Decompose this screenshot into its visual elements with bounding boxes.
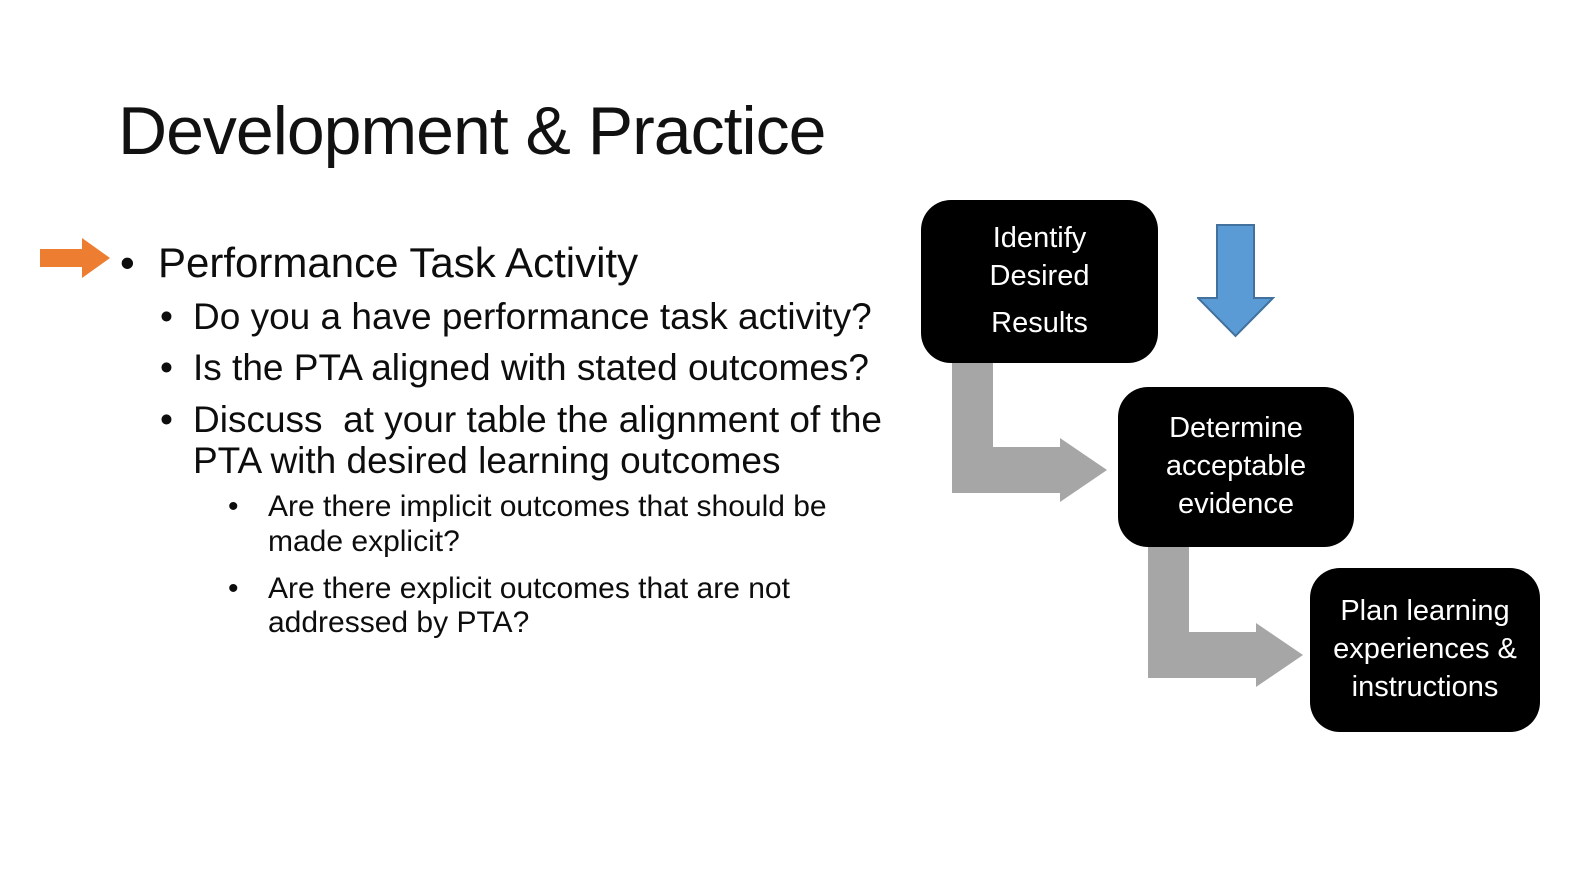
- list-item: • Discuss at your table the alignment of…: [160, 399, 893, 482]
- flow-box-determine-acceptable-evidence: Determine acceptable evidence: [1118, 387, 1354, 547]
- bullet-marker: •: [160, 296, 173, 337]
- bullet-l1-text: Performance Task Activity: [158, 239, 639, 286]
- sub-bullet-list: • Do you a have performance task activit…: [160, 296, 893, 492]
- box-text: Plan learning experiences & instructions: [1333, 595, 1517, 703]
- bullet-text: Discuss at your table the alignment of t…: [193, 398, 893, 482]
- blue-down-arrow-icon: [1197, 224, 1275, 338]
- bullet-marker: •: [160, 347, 173, 389]
- bullet-marker: •: [120, 239, 135, 286]
- flow-box-identify-desired-results: Identify Desired Results: [921, 200, 1158, 363]
- list-item: • Are there explicit outcomes that are n…: [228, 572, 858, 642]
- bullet-marker: •: [228, 490, 239, 523]
- bullet-marker: •: [160, 398, 173, 440]
- bullet-marker: •: [228, 571, 239, 605]
- list-item: • Are there implicit outcomes that shoul…: [228, 490, 858, 560]
- gray-elbow-arrow-icon: [952, 362, 1107, 502]
- orange-right-arrow-icon: [40, 238, 110, 278]
- flow-box-plan-learning-experiences: Plan learning experiences & instructions: [1310, 568, 1540, 732]
- slide-title: Development & Practice: [118, 93, 826, 169]
- nested-bullet-list: • Are there implicit outcomes that shoul…: [228, 490, 858, 653]
- bullet-text: Is the PTA aligned with stated outcomes?: [193, 347, 869, 389]
- box-text: Results: [991, 307, 1088, 340]
- bullet-text: Are there explicit outcomes that are not…: [268, 571, 799, 640]
- gray-elbow-arrow-icon: [1148, 547, 1303, 687]
- list-item: • Is the PTA aligned with stated outcome…: [160, 347, 893, 388]
- box-text: Identify Desired: [989, 221, 1090, 292]
- list-item: • Do you a have performance task activit…: [160, 296, 893, 337]
- bullet-performance-task-activity: • Performance Task Activity: [120, 239, 639, 286]
- box-text: Determine acceptable evidence: [1165, 412, 1307, 520]
- bullet-text: Do you a have performance task activity?: [193, 296, 872, 337]
- bullet-text: Are there implicit outcomes that should …: [268, 490, 835, 558]
